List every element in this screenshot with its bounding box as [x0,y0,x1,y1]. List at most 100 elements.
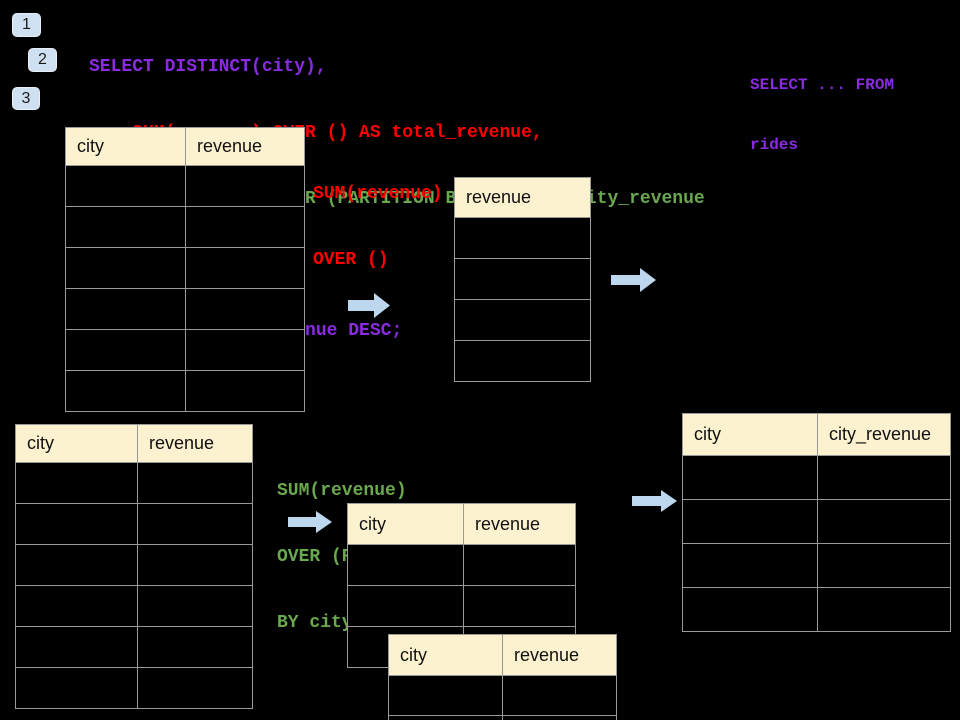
table-total-result: revenue [454,177,591,382]
column-header-city: city [347,503,464,545]
table-row [65,206,305,248]
table-final-result: city city_revenue [682,413,951,632]
table-row [347,585,576,627]
table-cell [65,165,186,207]
table-cell [185,288,305,330]
table-cell [15,667,138,709]
table-cell [388,715,503,720]
table-cell [15,544,138,586]
column-header-city: city [15,424,138,463]
table-header-row: city revenue [15,424,253,463]
from-rides-note-line2: rides [750,136,799,154]
column-header-revenue: revenue [502,634,617,676]
table-cell [347,544,464,586]
table-row [65,288,305,330]
table-cell [185,329,305,371]
column-header-city: city [682,413,818,456]
annotation-total-revenue: SUM(revenue) OVER () [313,139,443,315]
table-cell [65,206,186,248]
table-row [454,299,591,341]
table-row [65,247,305,289]
table-cell [817,543,951,588]
table-cell [15,462,138,504]
table-row [15,544,253,586]
table-source-bottom: city revenue [15,424,253,709]
table-cell [15,626,138,668]
table-cell [15,585,138,627]
table-header-row: revenue [454,177,591,218]
table-row [15,626,253,668]
table-cell [502,715,617,720]
table-row [454,217,591,259]
table-row [15,503,253,545]
table-partition-back: city revenue [388,634,617,720]
arrow-partition-step-icon [288,511,332,533]
table-cell [463,544,576,586]
table-cell [454,340,591,382]
table-cell [65,329,186,371]
table-row [15,667,253,709]
table-cell [137,667,253,709]
table-cell [463,585,576,627]
table-cell [185,370,305,412]
column-header-city: city [65,127,186,166]
table-row [65,370,305,412]
table-cell [682,543,818,588]
table-cell [137,503,253,545]
from-rides-note-line1: SELECT ... FROM [750,76,895,94]
step-badge-3: 3 [12,87,40,110]
table-cell [454,299,591,341]
table-cell [137,462,253,504]
table-row [454,258,591,300]
table-cell [185,165,305,207]
arrow-total-step-icon [348,293,390,318]
column-header-city-revenue: city_revenue [817,413,951,456]
column-header-revenue: revenue [137,424,253,463]
table-cell [388,675,503,716]
table-row [388,675,617,716]
table-cell [15,503,138,545]
table-cell [817,455,951,500]
table-row [15,462,253,504]
table-row [682,543,951,588]
column-header-revenue: revenue [463,503,576,545]
table-row [347,544,576,586]
table-cell [185,206,305,248]
table-cell [682,587,818,632]
table-cell [185,247,305,289]
table-cell [502,675,617,716]
table-cell [682,455,818,500]
table-cell [65,288,186,330]
column-header-city: city [388,634,503,676]
annotation-total-line2: OVER () [313,250,389,270]
table-cell [65,247,186,289]
table-cell [347,585,464,627]
table-cell [817,587,951,632]
step-badge-2: 2 [28,48,57,72]
table-header-row: city revenue [65,127,305,166]
annotation-partition-line1: SUM(revenue) [277,481,407,501]
table-cell [137,544,253,586]
column-header-revenue: revenue [185,127,305,166]
table-row [682,455,951,500]
step-badge-1: 1 [12,13,41,37]
table-row [388,715,617,720]
table-header-row: city revenue [388,634,617,676]
arrow-total-result-icon [611,268,656,292]
table-row [65,329,305,371]
table-source-top: city revenue [65,127,305,412]
arrow-partition-result-icon [632,490,677,512]
table-row [454,340,591,382]
table-header-row: city revenue [347,503,576,545]
column-header-revenue: revenue [454,177,591,218]
table-row [682,587,951,632]
table-row [682,499,951,544]
from-rides-note: SELECT ... FROM rides [750,35,894,195]
table-row [65,165,305,207]
table-header-row: city city_revenue [682,413,951,456]
table-cell [454,258,591,300]
table-cell [137,626,253,668]
annotation-total-line1: SUM(revenue) [313,184,443,204]
table-cell [817,499,951,544]
